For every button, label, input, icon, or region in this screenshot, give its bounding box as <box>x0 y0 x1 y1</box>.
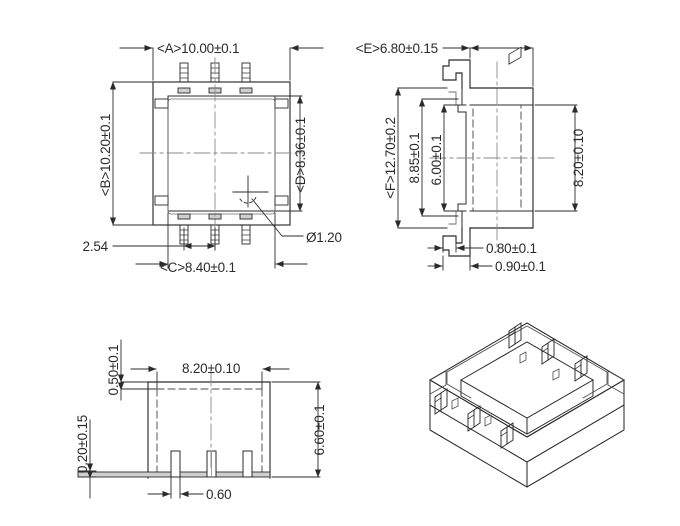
side-view-geometry <box>429 59 557 257</box>
dim-front-height-label: 6.60±0.1 <box>312 405 327 456</box>
front-view-geometry <box>77 369 271 479</box>
top-view-side-tabs <box>154 98 289 206</box>
top-view-hole-marker <box>232 175 304 237</box>
dim-k-label: 0.90±0.1 <box>495 259 546 274</box>
dim-f-label: <F>12.70±0.2 <box>383 117 398 199</box>
top-view-pins-bottom <box>177 213 253 245</box>
dim-j-label: 0.80±0.1 <box>486 241 537 256</box>
dim-pitch-label: 2.54 <box>83 239 109 254</box>
isometric-pins-front <box>434 388 514 449</box>
dim-b-label: <B>10.20±0.1 <box>98 114 113 196</box>
isometric-view-geometry <box>428 46 626 488</box>
dim-front-base-thickness-label: 0.20±0.15 <box>75 415 90 473</box>
dim-hole-label: Ø1.20 <box>306 230 342 245</box>
front-view-dimensions <box>77 339 322 499</box>
dim-g-label: 8.85±0.1 <box>407 133 422 184</box>
top-view-dimensions <box>109 44 324 269</box>
dim-i-label: 8.20±0.10 <box>571 129 586 187</box>
top-view-centerlines <box>139 57 304 251</box>
isometric-pins-back <box>508 46 588 382</box>
dim-front-top-offset-label: 0.50±0.1 <box>106 345 121 396</box>
dim-c-label: <C>8.40±0.1 <box>160 260 236 275</box>
dim-e-label: <E>6.80±0.15 <box>356 41 438 56</box>
front-view-pins <box>170 450 253 478</box>
dim-pin-width-label: 0.60 <box>206 487 231 502</box>
dim-a-label: <A>10.00±0.1 <box>157 41 239 56</box>
side-view-dimensions <box>394 44 579 271</box>
dim-d-label: <D>8.36±0.1 <box>293 117 308 193</box>
dim-h-label: 6.00±0.1 <box>429 135 444 186</box>
dim-front-width-label: 8.20±0.10 <box>182 361 240 376</box>
top-view-geometry <box>139 57 304 251</box>
